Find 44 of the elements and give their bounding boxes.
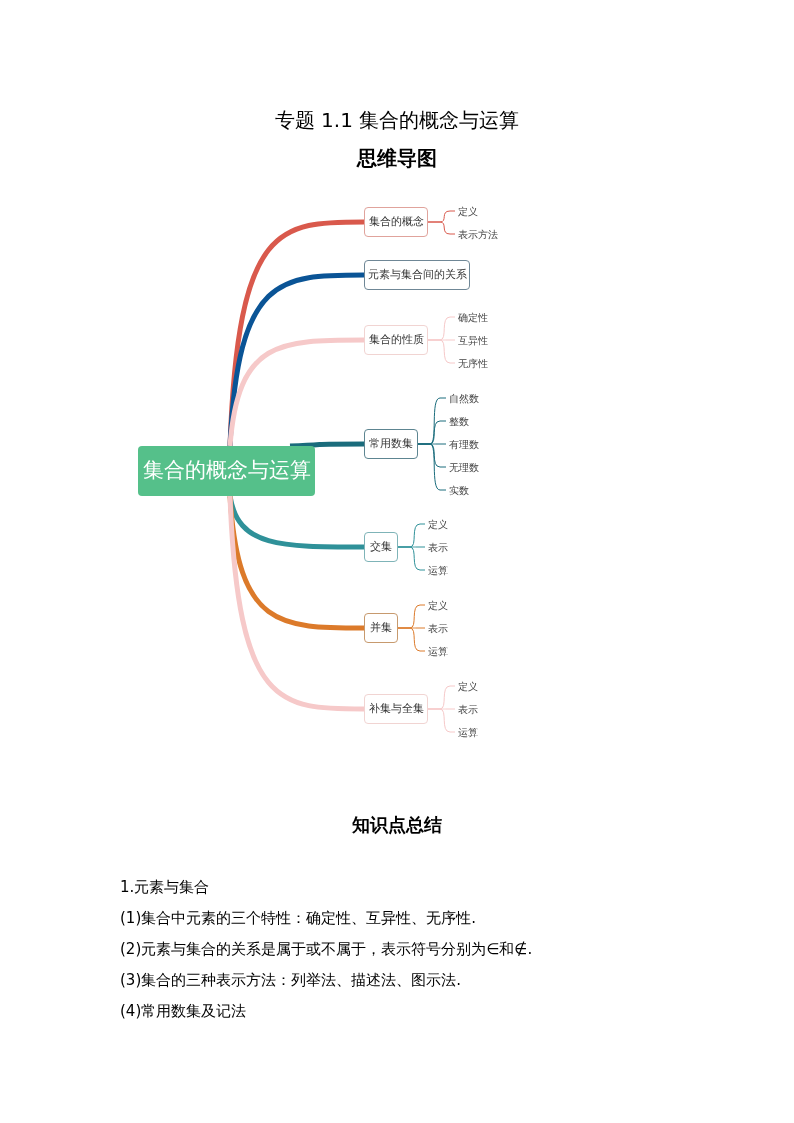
subtopic-text: 定义 [425,516,475,532]
note-text: (2)元素与集合的关系是属于或不属于，表示符号分别为∈和∉. [120,939,533,960]
subtopic-text: 定义 [455,203,505,219]
subtopic-text: 确定性 [455,309,505,325]
topic-box: 集合的概念 [364,207,428,237]
leaf-connector [427,708,456,733]
topic-box: 元素与集合间的关系 [364,260,470,290]
subtopic-text: 无序性 [455,355,505,371]
central-topic: 集合的概念与运算 [138,446,315,496]
page-title: 专题 1.1 集合的概念与运算 [273,107,521,134]
section-heading: 思维导图 [355,145,438,172]
subtopic-text: 定义 [455,678,505,694]
note-text: (1)集合中元素的三个特性：确定性、互异性、无序性. [120,908,476,929]
subtopic-text: 表示 [455,701,505,717]
leaf-connector [397,546,426,571]
subtopic-text: 有理数 [446,436,496,452]
branch-connector [227,337,364,447]
subtopic-text: 表示 [425,539,475,555]
branch-connector [289,441,364,449]
topic-box: 补集与全集 [364,694,428,724]
subtopic-text: 运算 [455,724,505,740]
topic-box: 常用数集 [364,429,418,459]
subtopic-text: 表示 [425,620,475,636]
subtopic-text: 无理数 [446,459,496,475]
note-text: (3)集合的三种表示方法：列举法、描述法、图示法. [120,970,461,991]
note-text: 1.元素与集合 [120,877,210,898]
note-text: (4)常用数集及记法 [120,1001,247,1022]
leaf-connector [427,339,456,364]
subtopic-text: 实数 [446,482,496,498]
leaf-connector [427,221,456,235]
subtopic-text: 互异性 [455,332,505,348]
topic-box: 交集 [364,532,398,562]
subtopic-text: 自然数 [446,390,496,406]
subtopic-text: 整数 [446,413,496,429]
topic-box: 集合的性质 [364,325,428,355]
topic-box: 并集 [364,613,398,643]
leaf-connector [397,627,426,652]
subtopic-text: 运算 [425,562,475,578]
branch-connector [227,495,364,712]
subtopic-text: 运算 [425,643,475,659]
leaf-connector [417,443,447,491]
subtopic-text: 定义 [425,597,475,613]
subtopic-text: 表示方法 [455,226,505,242]
section-heading: 知识点总结 [351,813,443,837]
